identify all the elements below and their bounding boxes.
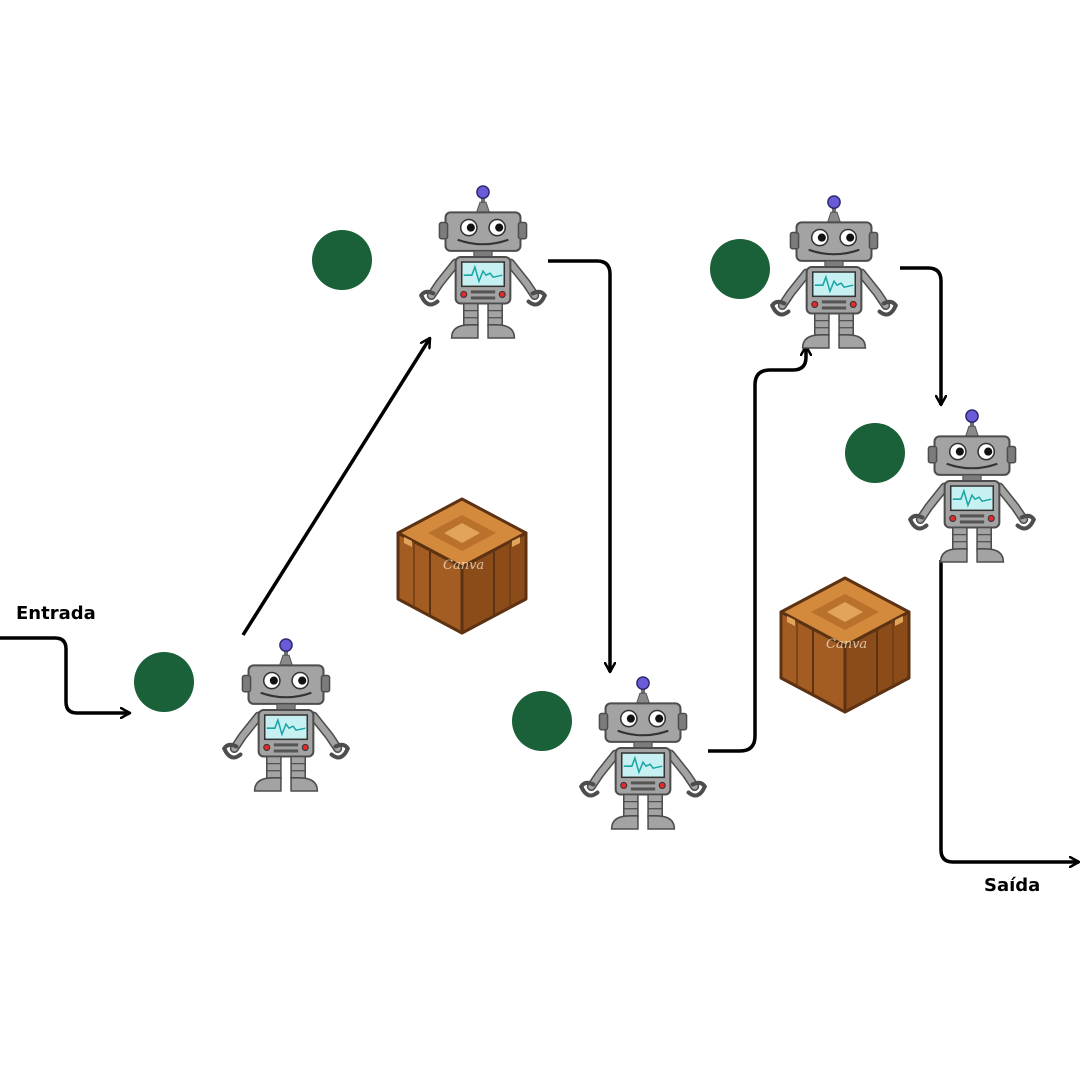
exit-label: Saída — [984, 875, 1040, 896]
robot-icon — [581, 677, 705, 829]
entry-label: Entrada — [16, 603, 96, 624]
arrow-node2-to-node3 — [548, 259, 610, 672]
robot-icon — [421, 186, 545, 338]
robot-icon — [224, 639, 348, 791]
node-dot — [710, 239, 770, 299]
robot-icon — [772, 196, 896, 348]
node-dot — [845, 423, 905, 483]
node-dot — [134, 652, 194, 712]
robot-icon — [910, 410, 1034, 562]
exit-arrow — [939, 560, 1079, 862]
watermark-text: Canva — [826, 637, 867, 652]
node-dot — [312, 230, 372, 290]
node-dot — [512, 691, 572, 751]
arrow-node3-to-node4 — [708, 346, 806, 753]
entry-arrow — [0, 636, 130, 713]
arrow-node4-to-node5 — [900, 266, 941, 405]
arrow-node1-to-node2 — [241, 338, 432, 636]
watermark-text: Canva — [443, 558, 484, 573]
